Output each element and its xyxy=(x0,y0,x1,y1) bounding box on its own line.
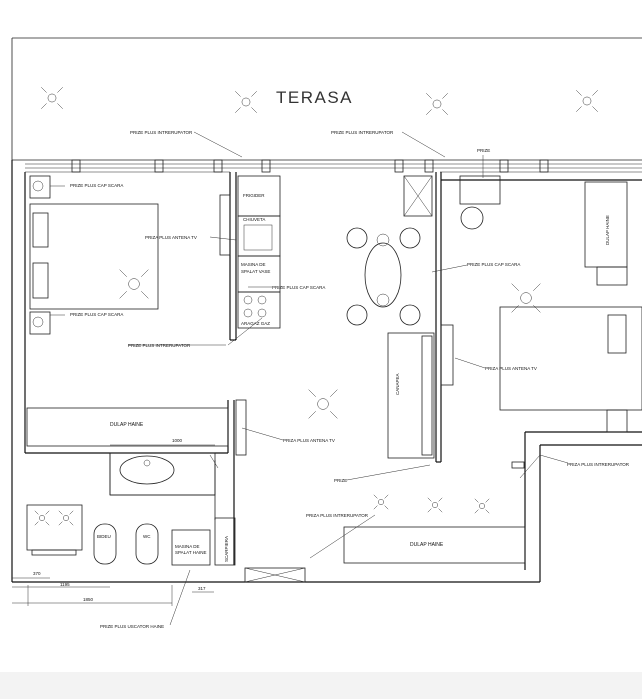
light-fixture-icon xyxy=(58,510,74,526)
tv-unit-left xyxy=(219,194,231,256)
bedroom-right: DULAP HAINE xyxy=(459,175,642,433)
light-fixture-icon xyxy=(235,91,257,113)
dim-1850: 1850 xyxy=(83,597,94,602)
label-prize-uscator: PRIZE PLUS USCATOR HAINE xyxy=(100,624,164,629)
label-prize-cap-scara-2: PRIZE PLUS CAP SCARA xyxy=(467,262,520,267)
dishwasher-label-1: MASINA DE xyxy=(241,262,266,267)
washing-machine-label-2: SPALAT HAINE xyxy=(175,550,207,555)
light-fixture-icon xyxy=(308,389,338,419)
sink-label: CHIUVETA xyxy=(243,217,265,222)
light-fixture-icon xyxy=(427,497,443,513)
light-fixture-icon xyxy=(576,90,598,112)
window-strip xyxy=(25,159,642,173)
wardrobe-hall-label: DULAP HAINE xyxy=(410,542,444,548)
shoe-cabinet xyxy=(214,517,236,566)
bidet-label: BIDEU xyxy=(97,534,111,539)
label-priza-antena-tv-1: PRIZA PLUS ANTENA TV xyxy=(145,235,197,240)
kitchen-cabinet xyxy=(403,175,433,217)
nightstand-top xyxy=(29,175,51,199)
light-fixture-icon xyxy=(41,87,63,109)
nightstand-bottom xyxy=(29,311,51,335)
bedroom-left: DULAP HAINE xyxy=(26,175,247,456)
stove-label: ARAGAZ GAZ xyxy=(241,321,270,326)
fridge-label: FRIGIDER xyxy=(243,193,265,198)
label-prize-cap-scara-left-bottom: PRIZE PLUS CAP SCARA xyxy=(70,312,123,317)
bed-right xyxy=(499,306,642,411)
exterior-walls xyxy=(11,160,642,583)
label-priza-antena-tv-hall: PRIZA PLUS ANTENA TV xyxy=(283,438,335,443)
sofa-label: CANAPEA xyxy=(395,373,400,395)
shoe-cabinet-label: SCARPIERA xyxy=(224,536,229,562)
terrace-label: TERASA xyxy=(276,88,353,107)
shower xyxy=(109,452,216,496)
label-prize-cap-scara-1: PRIZE PLUS CAP SCARA xyxy=(70,183,123,188)
interior-walls xyxy=(25,172,642,565)
sofa: CANAPEA xyxy=(387,324,454,459)
light-fixture-icon xyxy=(426,93,448,115)
dim-317: 317 xyxy=(198,586,206,591)
label-prize-intrerupator-left: PRIZE PLUS INTRERUPATOR xyxy=(128,343,191,348)
label-prize-intrerupator-2: PRIZE PLUS INTRERUPATOR xyxy=(331,130,394,135)
label-prize-top: PRIZE xyxy=(477,148,490,153)
wardrobe-hall xyxy=(343,526,526,564)
kitchen: FRIGIDER CHIUVETA MASINA DE SPALAT VASE … xyxy=(237,175,433,329)
toilet xyxy=(135,523,159,565)
hallway: SCARPIERA DULAP HAINE xyxy=(214,461,526,583)
terrace-area: TERASA xyxy=(11,37,642,161)
dishwasher-label-2: SPALAT VASE xyxy=(241,269,270,274)
dim-370: 370 xyxy=(33,571,41,576)
ceiling-lights xyxy=(34,87,598,526)
desk xyxy=(459,175,501,205)
tv-unit-right xyxy=(440,324,454,386)
label-priza-antena-tv-right: PRIZA PLUS ANTENA TV xyxy=(485,366,537,371)
washing-machine-label-1: MASINA DE xyxy=(175,544,200,549)
light-fixture-icon xyxy=(119,269,149,299)
bottom-band xyxy=(0,672,642,699)
dimensions: 1000 370 1195 1850 317 xyxy=(12,438,215,606)
annotation-leaders xyxy=(50,131,569,626)
toilet-label: WC xyxy=(143,534,151,539)
dim-1195: 1195 xyxy=(60,582,70,587)
label-prize-hall: PRIZE xyxy=(334,478,347,483)
tv-unit-bottom xyxy=(235,399,247,456)
washing-machine xyxy=(171,529,211,566)
entrance-mat xyxy=(244,567,306,583)
label-priza-intrerupator-right: PRIZA PLUS INTRERUPATOR xyxy=(567,462,630,467)
wardrobe-left xyxy=(26,407,229,447)
label-prize-cap-scara-kitchen: PRIZE PLUS CAP SCARA xyxy=(272,285,325,290)
wardrobe-right-label: DULAP HAINE xyxy=(605,215,610,245)
dining-table xyxy=(346,227,421,326)
bath-sink xyxy=(26,504,83,551)
light-fixture-icon xyxy=(373,494,389,510)
dim-1000: 1000 xyxy=(172,438,183,443)
label-prize-intrerupator-1: PRIZE PLUS INTRERUPATOR xyxy=(130,130,193,135)
bathroom: BIDEU WC MASINA DE SPALAT HAINE xyxy=(26,452,219,566)
light-fixture-icon xyxy=(511,283,541,313)
light-fixture-icon xyxy=(474,498,490,514)
bidet xyxy=(93,523,117,565)
wardrobe-left-label: DULAP HAINE xyxy=(110,422,144,428)
label-priza-intrerupator-hall: PRIZA PLUS INTRERUPATOR xyxy=(306,513,369,518)
radiator xyxy=(31,549,77,556)
annotation-labels: PRIZE PLUS INTRERUPATOR PRIZE PLUS INTRE… xyxy=(70,130,630,629)
bed-left xyxy=(29,203,159,310)
light-fixture-icon xyxy=(34,510,50,526)
stove xyxy=(237,291,281,329)
